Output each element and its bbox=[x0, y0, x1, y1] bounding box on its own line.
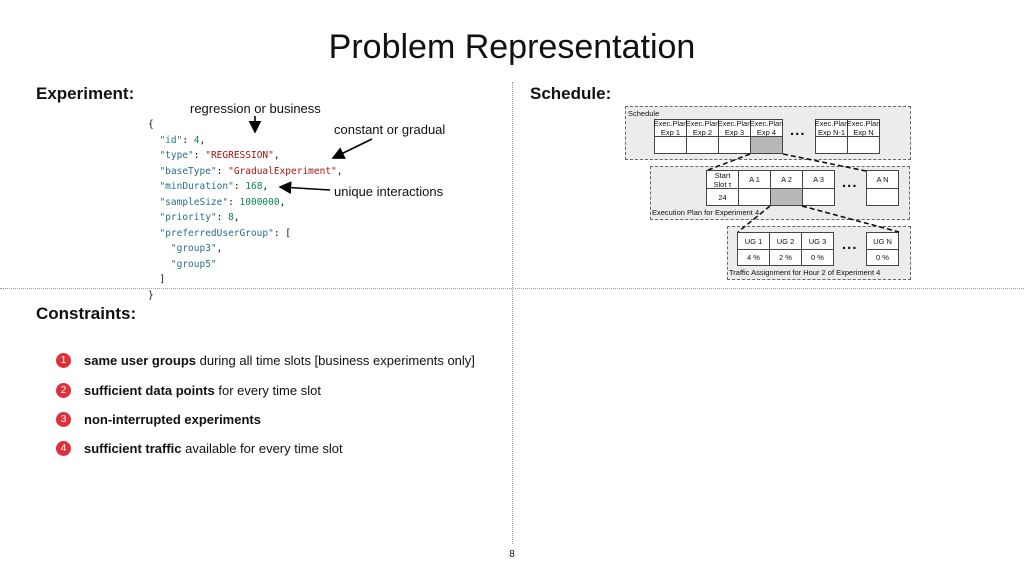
experiment-heading: Experiment: bbox=[36, 84, 135, 103]
constraint-item: 1 same user groups during all time slots… bbox=[56, 353, 475, 368]
samplesize-annotation: unique interactions bbox=[334, 184, 444, 199]
constraint-number-badge: 3 bbox=[56, 412, 71, 427]
horizontal-divider bbox=[0, 288, 1024, 289]
code-token: 168 bbox=[245, 181, 263, 192]
code-token: : bbox=[228, 196, 240, 208]
constraint-rest-text: available for every time slot bbox=[181, 441, 343, 456]
code-line: { bbox=[148, 117, 343, 133]
code-token: , bbox=[233, 212, 240, 223]
code-token: : bbox=[233, 181, 246, 192]
traffic-value: 0 % bbox=[801, 249, 834, 266]
basetype-annotation: constant or gradual bbox=[334, 122, 446, 137]
code-line: "baseType": "GradualExperiment", bbox=[148, 164, 343, 180]
code-token: : bbox=[216, 165, 229, 177]
code-token: , bbox=[336, 165, 343, 177]
code-token: "group5" bbox=[170, 258, 217, 270]
page-number: 8 bbox=[509, 549, 515, 560]
experiment-json-code: { "id": 4, "type": "REGRESSION", "baseTy… bbox=[148, 117, 343, 303]
schedule-box-label: Schedule bbox=[628, 109, 660, 118]
code-token: "GradualExperiment" bbox=[228, 165, 337, 177]
code-token: 8 bbox=[228, 212, 234, 223]
code-line: "sampleSize": 1000000, bbox=[148, 195, 343, 211]
code-token: : bbox=[216, 212, 229, 223]
code-line: } bbox=[148, 288, 343, 304]
code-token: "REGRESSION" bbox=[205, 150, 274, 161]
constraint-number-badge: 4 bbox=[56, 441, 71, 456]
constraint-rest-text: during all time slots [business experime… bbox=[196, 353, 475, 368]
schedule-heading: Schedule: bbox=[530, 84, 612, 103]
code-token: 4 bbox=[193, 134, 200, 146]
code-token: 1000000 bbox=[239, 196, 280, 208]
code-line: "type": "REGRESSION", bbox=[148, 148, 343, 164]
code-token: , bbox=[262, 181, 269, 192]
zoom-line-left bbox=[707, 153, 751, 171]
code-token: ] bbox=[148, 274, 166, 285]
zoom-line-right-2 bbox=[801, 205, 900, 233]
basetype-arrow bbox=[331, 138, 373, 159]
code-token: "priority" bbox=[159, 212, 217, 223]
code-token: "sampleSize" bbox=[159, 196, 229, 208]
zoom-line-right bbox=[782, 153, 867, 172]
traffic-ellipsis: ... bbox=[842, 236, 858, 253]
traffic-assignment-label: Traffic Assignment for Hour 2 of Experim… bbox=[729, 268, 881, 277]
exec-plan-cell-highlighted bbox=[750, 136, 783, 154]
constraint-item: 4 sufficient traffic available for every… bbox=[56, 441, 343, 456]
code-token: : bbox=[193, 150, 206, 161]
code-line: "priority": 8, bbox=[148, 210, 343, 226]
code-token: "id" bbox=[159, 134, 183, 146]
constraint-rest-text: for every time slot bbox=[214, 383, 321, 398]
code-token: "preferredUserGroup" bbox=[159, 227, 274, 239]
code-token: , bbox=[199, 134, 206, 146]
traffic-value: 4 % bbox=[737, 249, 770, 266]
zoom-connector-lines bbox=[707, 153, 900, 233]
code-token: "type" bbox=[159, 150, 194, 161]
code-line: "group5" bbox=[148, 257, 343, 273]
samplesize-arrow bbox=[278, 181, 331, 195]
exec-ellipsis: ... bbox=[842, 174, 858, 191]
code-line: "id": 4, bbox=[148, 133, 343, 149]
constraint-number-badge: 1 bbox=[56, 353, 71, 368]
page-title: Problem Representation bbox=[328, 28, 696, 66]
code-token: , bbox=[273, 150, 280, 161]
constraints-heading: Constraints: bbox=[36, 304, 137, 323]
code-line: "group3", bbox=[148, 241, 343, 257]
annotation-arrows bbox=[248, 116, 373, 195]
constraint-bold-text: same user groups bbox=[84, 353, 196, 368]
code-token: "group3" bbox=[170, 243, 217, 254]
constraint-bold-text: sufficient traffic bbox=[84, 441, 182, 456]
code-line: ] bbox=[148, 272, 343, 288]
code-token: : bbox=[182, 134, 194, 146]
code-token: { bbox=[148, 119, 154, 130]
code-token: , bbox=[279, 196, 286, 208]
constraint-number-badge: 2 bbox=[56, 383, 71, 398]
code-token: } bbox=[148, 289, 154, 301]
exec-plan-header: Exec.Plan Exp N-1 bbox=[814, 119, 849, 137]
type-annotation: regression or business bbox=[190, 101, 321, 116]
zoom-line-left-2 bbox=[737, 205, 771, 233]
code-token: "minDuration" bbox=[159, 181, 234, 192]
exec-cell bbox=[802, 188, 835, 206]
execution-plan-label: Execution Plan for Experiment 4 bbox=[652, 208, 760, 217]
vertical-divider bbox=[512, 82, 513, 544]
code-line: "preferredUserGroup": [ bbox=[148, 226, 343, 242]
constraint-bold-text: non-interrupted experiments bbox=[84, 412, 261, 427]
code-token: , bbox=[216, 243, 223, 254]
constraint-item: 3 non-interrupted experiments bbox=[56, 412, 261, 427]
exec-plan-cell bbox=[847, 136, 880, 154]
constraint-item: 2 sufficient data points for every time … bbox=[56, 383, 321, 398]
schedule-ellipsis: ... bbox=[790, 122, 806, 139]
traffic-value: 2 % bbox=[769, 249, 802, 266]
exec-plan-header: Exec.Plan Exp 1 bbox=[653, 119, 688, 137]
code-token: : [ bbox=[273, 227, 292, 239]
traffic-value: 0 % bbox=[866, 249, 899, 266]
constraint-bold-text: sufficient data points bbox=[84, 383, 215, 398]
exec-cell bbox=[866, 188, 899, 206]
code-token: "baseType" bbox=[159, 165, 217, 177]
code-line: "minDuration": 168, bbox=[148, 179, 343, 195]
